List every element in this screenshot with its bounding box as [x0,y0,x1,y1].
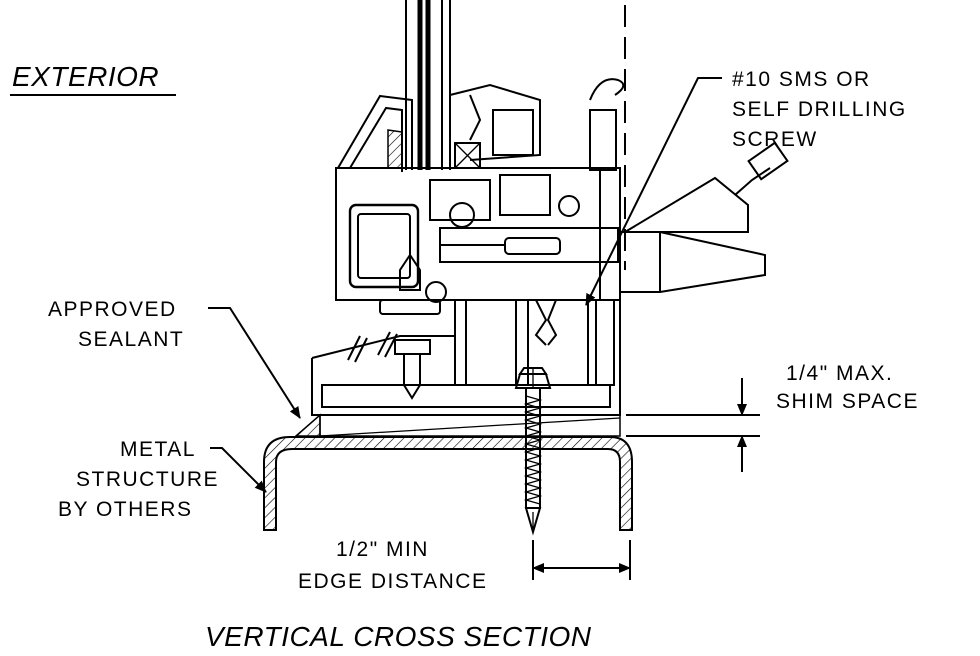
screw-label-line3: SCREW [732,128,818,151]
metal-label-line3: BY OTHERS [58,498,192,521]
drawing-title: VERTICAL CROSS SECTION [205,621,592,652]
edge-distance-dimension [532,540,631,580]
sealant-label-line2: SEALANT [78,328,184,351]
edge-label-line2: EDGE DISTANCE [298,570,487,593]
exterior-label: EXTERIOR [12,61,159,92]
screw-label-line2: SELF DRILLING [732,98,907,121]
self-drilling-screw [514,367,552,536]
shim-space [319,414,621,437]
edge-label-line1: 1/2" MIN [336,538,429,561]
sash-profile [335,78,625,315]
operator-handle [619,141,789,293]
metal-label-line2: STRUCTURE [76,468,219,491]
shim-dimension [626,378,760,472]
glazing-gasket [387,129,403,169]
sealant-leader [208,307,301,419]
sill-frame [311,299,621,416]
metal-leader [210,447,267,493]
screw-leader [585,77,722,306]
shim-label-line2: SHIM SPACE [776,390,919,413]
shim-label-line1: 1/4" MAX. [786,362,893,385]
glazing-unit [405,0,451,170]
screw-label-line1: #10 SMS OR [732,68,871,91]
metal-label-line1: METAL [120,438,196,461]
metal-structure [263,436,633,531]
sealant-label-line1: APPROVED [48,298,177,321]
